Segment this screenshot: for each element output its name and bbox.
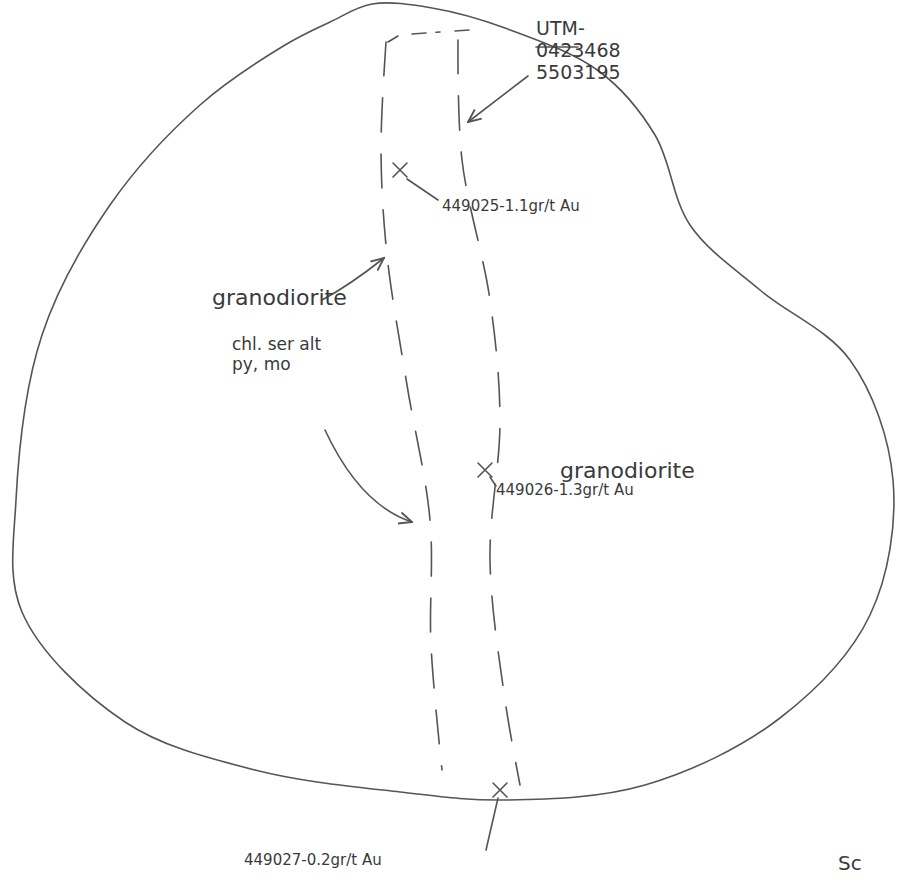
geology-label: chl. ser alt py, mo xyxy=(232,335,344,374)
geology-label: granodiorite xyxy=(560,458,695,483)
callout-arrow xyxy=(468,76,528,122)
leader-line xyxy=(490,477,496,486)
leader-line xyxy=(407,179,438,200)
sample-marker xyxy=(478,463,492,477)
sample-marker xyxy=(393,163,407,177)
leader-line xyxy=(486,798,498,850)
outcrop-outline xyxy=(13,3,894,800)
sample-label: 449025-1.1gr/t Au xyxy=(442,198,580,215)
sample-label: 449026-1.3gr/t Au xyxy=(496,482,634,499)
geology-label: granodiorite xyxy=(212,285,347,310)
alteration-zone-contact xyxy=(381,42,442,770)
sample-marker xyxy=(493,783,507,797)
alteration-zone-contact xyxy=(458,40,520,785)
callout-arrow xyxy=(325,430,412,522)
zone-closure xyxy=(388,30,470,42)
scale-label: Sc xyxy=(838,852,862,875)
coordinate-label: UTM-0423468 5503195 xyxy=(536,18,654,84)
sample-label: 449027-0.2gr/t Au xyxy=(244,852,382,869)
